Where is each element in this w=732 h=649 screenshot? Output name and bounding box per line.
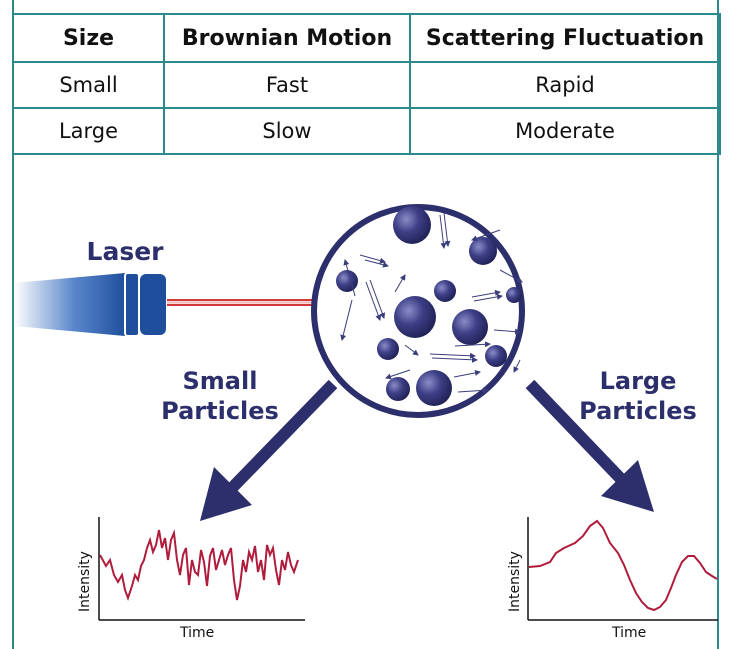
large-plot-ylabel: Intensity (507, 551, 523, 612)
table-header-row: Size Brownian Motion Scattering Fluctuat… (12, 13, 721, 63)
particle (386, 377, 410, 401)
cell-motion-small: Fast (163, 61, 411, 109)
header-scattering-fluctuation: Scattering Fluctuation (409, 13, 721, 63)
header-brownian-motion: Brownian Motion (163, 13, 411, 63)
cell-fluctuation-large: Moderate (409, 107, 721, 155)
table-row: Small Fast Rapid (12, 61, 721, 109)
laser-label: Laser (86, 237, 164, 266)
figure-frame (12, 0, 719, 649)
laser-device (14, 272, 168, 337)
table-row: Large Slow Moderate (12, 107, 721, 155)
arrow-to-large (525, 379, 654, 512)
small-plot-xlabel: Time (180, 625, 215, 641)
motion-arrows (340, 212, 523, 394)
particle (394, 296, 436, 338)
small-particles-plot (98, 517, 305, 621)
particle (506, 287, 522, 303)
large-particles-label-line1: Large (599, 367, 677, 395)
large-trace (528, 519, 718, 612)
header-size: Size (12, 13, 165, 63)
cell-size-large: Large (12, 107, 165, 155)
small-plot-ylabel: Intensity (77, 551, 93, 612)
large-particles-label-line2: Particles (579, 397, 697, 425)
particle (469, 237, 497, 265)
small-particles-label-line1: Small (182, 367, 258, 395)
particle (393, 206, 431, 244)
large-particles-plot (527, 517, 718, 621)
particle (452, 309, 488, 345)
particle (377, 338, 399, 360)
particle (336, 270, 358, 292)
cell-size-small: Small (12, 61, 165, 109)
particle (485, 345, 507, 367)
properties-table: Size Brownian Motion Scattering Fluctuat… (12, 13, 721, 155)
particles (336, 206, 522, 406)
arrow-to-small (200, 379, 338, 521)
cell-fluctuation-small: Rapid (409, 61, 721, 109)
particle (434, 280, 456, 302)
small-trace (99, 529, 299, 601)
small-particles-label-line2: Particles (161, 397, 279, 425)
cell-motion-large: Slow (163, 107, 411, 155)
large-plot-xlabel: Time (612, 625, 647, 641)
particle (416, 370, 452, 406)
